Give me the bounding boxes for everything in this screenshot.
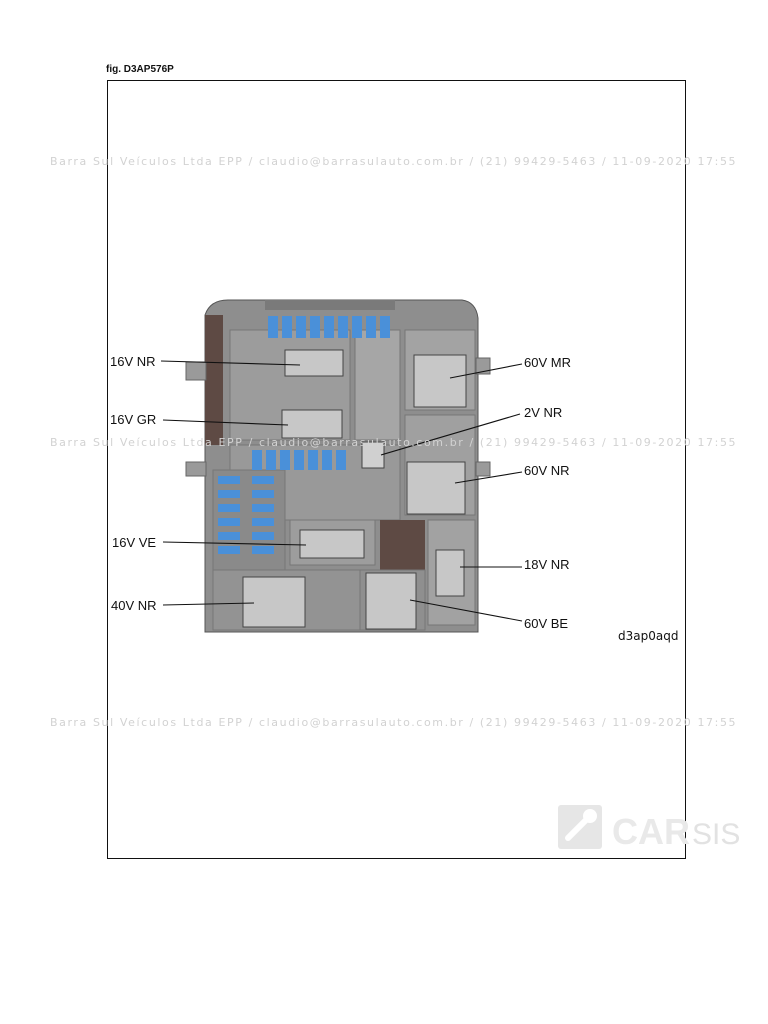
leader-lines	[160, 360, 523, 622]
leader-60v-mr	[449, 363, 523, 379]
figure-label: fig. D3AP576P	[106, 64, 174, 75]
brand-logo: CAR SIS	[558, 805, 740, 852]
callout-18v-nr: 18V NR	[524, 557, 570, 572]
leader-16v-gr	[162, 419, 289, 426]
connector-16v-ve	[299, 529, 365, 559]
figure-reference-code: d3ap0aqd	[618, 629, 679, 643]
connector-60v-nr	[406, 461, 466, 515]
connector-60v-be	[365, 572, 417, 630]
figure-frame	[107, 80, 686, 859]
leader-60v-nr	[454, 471, 523, 484]
callout-60v-nr: 60V NR	[524, 463, 570, 478]
watermark-bottom: Barra Sul Veículos Ltda EPP / claudio@ba…	[50, 716, 738, 729]
watermark-top: Barra Sul Veículos Ltda EPP / claudio@ba…	[50, 155, 738, 168]
logo-text: SIS	[692, 818, 740, 851]
leader-16v-ve	[162, 541, 307, 546]
fuse-row-top	[268, 316, 390, 338]
callout-16v-gr: 16V GR	[110, 412, 157, 427]
connector-16v-nr	[284, 349, 344, 377]
leader-60v-be	[409, 599, 523, 622]
watermark-middle: Barra Sul Veículos Ltda EPP / claudio@ba…	[50, 436, 738, 449]
callout-40v-nr: 40V NR	[111, 598, 157, 613]
connector-60v-mr	[413, 354, 467, 408]
fuse-row-middle	[252, 450, 346, 470]
left-side-clip	[205, 315, 223, 445]
connector-18v-nr	[435, 549, 465, 597]
svg-text:CAR: CAR	[612, 811, 690, 852]
leader-40v-nr	[162, 602, 255, 606]
connector-2v-nr	[361, 441, 385, 469]
callout-16v-nr: 16V NR	[110, 354, 156, 369]
callout-16v-ve: 16V VE	[112, 535, 157, 550]
connector-40v-nr	[242, 576, 306, 628]
callout-60v-be: 60V BE	[524, 616, 569, 631]
callout-2v-nr: 2V NR	[524, 405, 563, 420]
connector-16v-gr	[281, 409, 343, 439]
fuse-block-left	[218, 476, 274, 554]
callout-60v-mr: 60V MR	[524, 355, 571, 370]
leader-16v-nr	[160, 360, 301, 366]
leader-2v-nr	[380, 413, 521, 456]
